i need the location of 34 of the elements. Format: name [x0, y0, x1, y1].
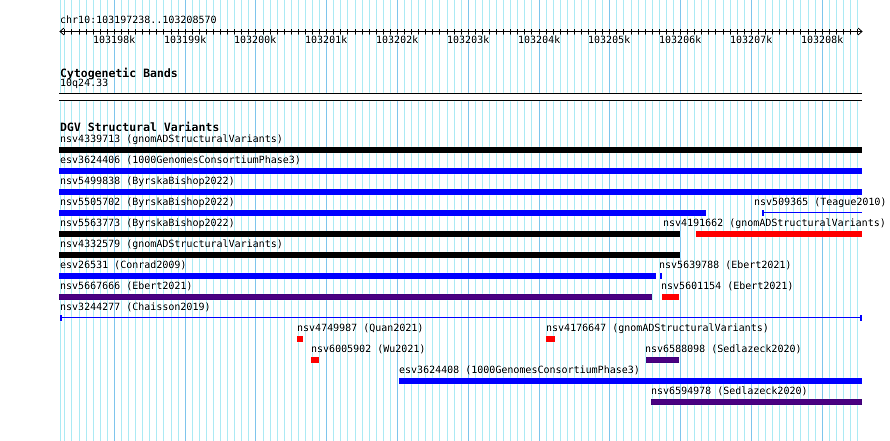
feature-label: nsv5639788 (Ebert2021): [659, 260, 792, 272]
tick-label: 103198k: [93, 34, 136, 46]
track-title: Cytogenetic Bands: [60, 67, 178, 80]
feature-label: nsv5505702 (ByrskaBishop2022): [60, 197, 235, 209]
tick-label: 103200k: [234, 34, 276, 46]
feature-label: nsv6588098 (Sedlazeck2020): [645, 344, 802, 356]
feature-label: nsv5499838 (ByrskaBishop2022): [60, 176, 235, 188]
feature-label: esv3624406 (1000GenomesConsortiumPhase3): [60, 155, 301, 167]
tick-label: 103202k: [376, 34, 418, 46]
feature-label: nsv5667666 (Ebert2021): [60, 281, 192, 293]
tick-label: 103207k: [730, 34, 772, 46]
feature-label: nsv6005902 (Wu2021): [311, 344, 426, 356]
feature-label: nsv5601154 (Ebert2021): [661, 281, 794, 293]
band-label: 10q24.33: [60, 78, 108, 90]
feature-label: esv3624408 (1000GenomesConsortiumPhase3): [399, 365, 640, 377]
feature-label: nsv4749987 (Quan2021): [297, 323, 424, 335]
feature-label: nsv5563773 (ByrskaBishop2022): [60, 218, 235, 230]
tick-label: 103199k: [164, 34, 206, 46]
tick-label: 103206k: [659, 34, 702, 46]
feature-label: nsv4332579 (gnomADStructuralVariants): [60, 239, 283, 251]
location-label: chr10:103197238..103208570: [60, 15, 217, 27]
feature-label: esv26531 (Conrad2009): [60, 260, 186, 272]
tick-label: 103208k: [801, 34, 844, 46]
track-title: DGV Structural Variants: [60, 121, 220, 134]
feature-label: nsv4339713 (gnomADStructuralVariants): [60, 134, 283, 146]
feature-label: nsv509365 (Teague2010): [754, 197, 886, 209]
tick-label: 103203k: [447, 34, 490, 46]
feature-label: nsv4176647 (gnomADStructuralVariants): [546, 323, 769, 335]
tick-label: 103205k: [588, 34, 630, 46]
feature-label: nsv4191662 (gnomADStructuralVariants): [663, 218, 886, 230]
tick-label: 103204k: [518, 34, 560, 46]
tick-label: 103201k: [305, 34, 348, 46]
feature-label: nsv6594978 (Sedlazeck2020): [651, 386, 808, 398]
feature-label: nsv3244277 (Chaisson2019): [60, 302, 211, 314]
